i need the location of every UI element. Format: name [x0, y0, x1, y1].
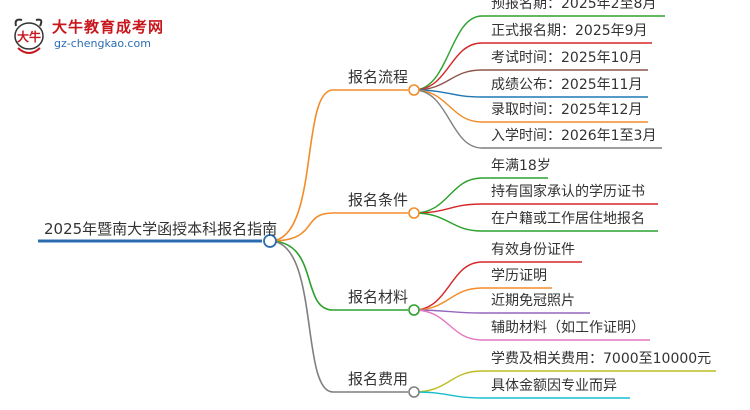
root-label: 2025年暨南大学函授本科报名指南: [44, 220, 278, 238]
branch-node: [408, 207, 420, 219]
branch-node: [408, 304, 420, 316]
leaf-connector: [413, 177, 483, 214]
branch-connector: [269, 212, 334, 242]
leaf-label: 录取时间：2025年12月: [491, 102, 643, 118]
branch-node: [408, 386, 420, 398]
leaf-label: 年满18岁: [491, 158, 551, 174]
branch-connector: [269, 240, 334, 311]
leaf-label: 学费及相关费用：7000至10000元: [491, 351, 712, 367]
branch-node: [408, 84, 420, 96]
leaf-label: 学历证明: [491, 268, 547, 284]
leaf-connector: [413, 370, 483, 393]
logo-glyph: 大牛: [17, 29, 41, 44]
branch-connector: [269, 240, 334, 393]
leaf-connector: [413, 287, 483, 311]
leaf-label: 预报名期：2025年2至8月: [491, 0, 657, 12]
leaf-label: 正式报名期：2025年9月: [491, 23, 648, 39]
site-watermark: 大牛 大牛教育成考网 gz-chengkao.com: [10, 14, 163, 58]
branch-label-2: 报名条件: [348, 191, 409, 209]
leaf-connector: [413, 89, 483, 149]
leaf-label: 入学时间：2026年1至3月: [491, 128, 657, 144]
leaf-label: 具体金额因专业而异: [491, 378, 617, 394]
site-url: gz-chengkao.com: [54, 37, 151, 50]
branch-connector: [269, 89, 334, 242]
root-node: [263, 234, 277, 248]
leaf-label: 在户籍或工作居住地报名: [491, 211, 645, 227]
leaf-label: 成绩公布：2025年11月: [491, 77, 643, 93]
leaf-label: 近期免冠照片: [491, 293, 575, 309]
leaf-connector: [413, 212, 483, 232]
leaf-connector: [413, 309, 483, 341]
bull-logo-icon: 大牛: [14, 18, 44, 54]
leaf-label: 持有国家承认的学历证书: [491, 184, 645, 200]
leaf-label: 有效身份证件: [491, 242, 575, 258]
branch-label-3: 报名材料: [348, 288, 409, 306]
branch-label-4: 报名费用: [348, 370, 409, 388]
site-name: 大牛教育成考网: [52, 18, 165, 36]
leaf-label: 辅助材料（如工作证明）: [491, 320, 645, 336]
leaf-connector: [413, 42, 483, 91]
leaf-connector: [413, 391, 483, 399]
leaf-connector: [413, 261, 483, 311]
leaf-connector: [413, 89, 483, 123]
leaf-connector: [413, 69, 483, 91]
leaf-label: 考试时间：2025年10月: [491, 50, 643, 66]
branch-label-1: 报名流程: [348, 68, 409, 86]
leaf-connector: [413, 15, 483, 91]
